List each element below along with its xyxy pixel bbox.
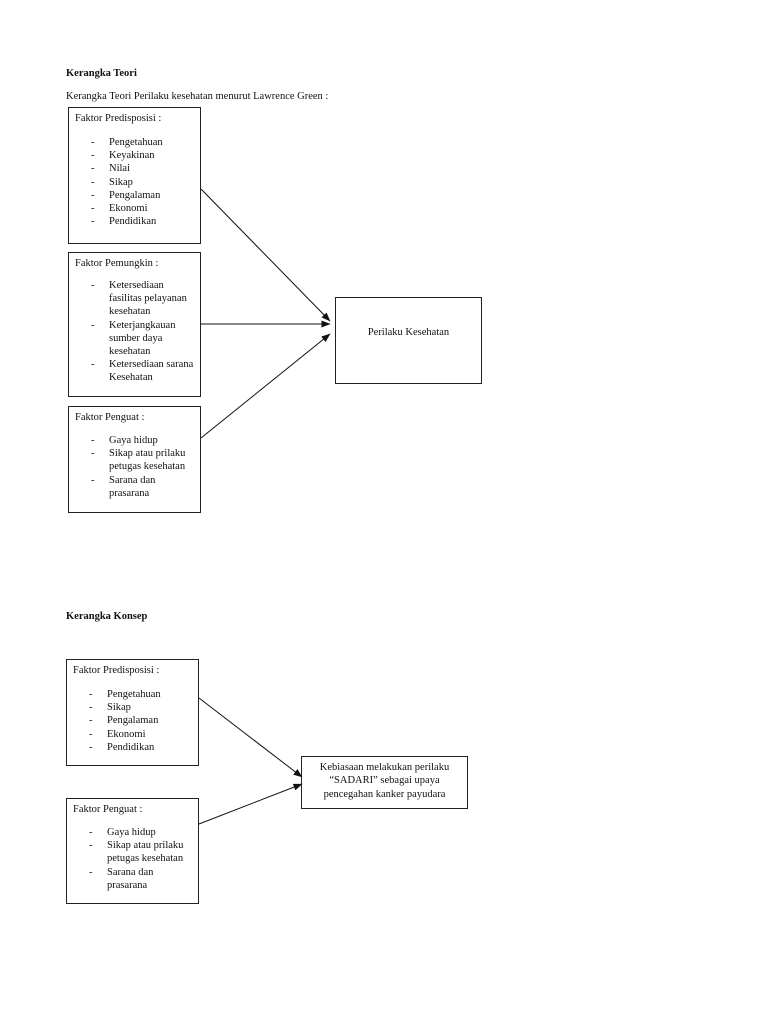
list-item: Pengalaman [91,189,199,202]
list-item: Ekonomi [89,728,197,741]
list-item: Sikap [89,701,197,714]
teori-pemungkin-list: Ketersediaan fasilitas pelayanan kesehat… [91,279,197,385]
list-item: Ketersediaan sarana Kesehatan [91,358,197,384]
konsep-penguat-box: Faktor Penguat : Gaya hidup Sikap atau p… [66,798,199,904]
teori-penguat-title: Faktor Penguat : [75,412,145,423]
teori-predisposisi-title: Faktor Predisposisi : [75,113,162,124]
list-item: Sikap atau prilaku petugas kesehatan [89,839,195,865]
list-item: Keyakinan [91,149,199,162]
list-item: Gaya hidup [91,434,197,447]
list-item: Ekonomi [91,202,199,215]
arrow-konsep-predisposisi-to-sadari [198,697,303,778]
konsep-predisposisi-box: Faktor Predisposisi : Pengetahuan Sikap … [66,659,199,766]
teori-penguat-box: Faktor Penguat : Gaya hidup Sikap atau p… [68,406,201,513]
list-item: Pengetahuan [91,136,199,149]
konsep-predisposisi-list: Pengetahuan Sikap Pengalaman Ekonomi Pen… [89,688,197,754]
list-item: Nilai [91,162,199,175]
kerangka-teori-caption: Kerangka Teori Perilaku kesehatan menuru… [66,91,329,102]
teori-result-box: Perilaku Kesehatan [335,297,482,384]
list-item: Gaya hidup [89,826,195,839]
konsep-penguat-list: Gaya hidup Sikap atau prilaku petugas ke… [89,826,195,892]
list-item: Sarana dan prasarana [91,474,197,500]
teori-result-label: Perilaku Kesehatan [367,327,450,338]
konsep-result-line-2: “SADARI” sebagai upaya [329,775,440,786]
konsep-predisposisi-title: Faktor Predisposisi : [73,665,160,676]
kerangka-teori-heading: Kerangka Teori [66,68,137,79]
list-item: Ketersediaan fasilitas pelayanan kesehat… [91,279,197,319]
arrow-penguat-to-perilaku [200,333,331,439]
list-item: Pendidikan [89,741,197,754]
list-item: Pengetahuan [89,688,197,701]
teori-pemungkin-title: Faktor Pemungkin : [75,258,159,269]
teori-pemungkin-box: Faktor Pemungkin : Ketersediaan fasilita… [68,252,201,397]
konsep-result-line-3: pencegahan kanker payudara [323,789,446,800]
konsep-result-box: Kebiasaan melakukan perilaku “SADARI” se… [301,756,468,809]
list-item: Sikap atau prilaku petugas kesehatan [91,447,197,473]
list-item: Pendidikan [91,215,199,228]
konsep-penguat-title: Faktor Penguat : [73,804,143,815]
list-item: Sarana dan prasarana [89,866,195,892]
list-item: Sikap [91,176,199,189]
teori-penguat-list: Gaya hidup Sikap atau prilaku petugas ke… [91,434,197,500]
arrow-konsep-penguat-to-sadari [198,783,303,825]
arrow-predisposisi-to-perilaku [200,188,331,322]
teori-predisposisi-list: Pengetahuan Keyakinan Nilai Sikap Pengal… [91,136,199,229]
list-item: Keterjangkauan sumber daya kesehatan [91,319,197,359]
list-item: Pengalaman [89,714,197,727]
kerangka-konsep-heading: Kerangka Konsep [66,611,148,622]
konsep-result-line-1: Kebiasaan melakukan perilaku [319,762,450,773]
teori-predisposisi-box: Faktor Predisposisi : Pengetahuan Keyaki… [68,107,201,244]
